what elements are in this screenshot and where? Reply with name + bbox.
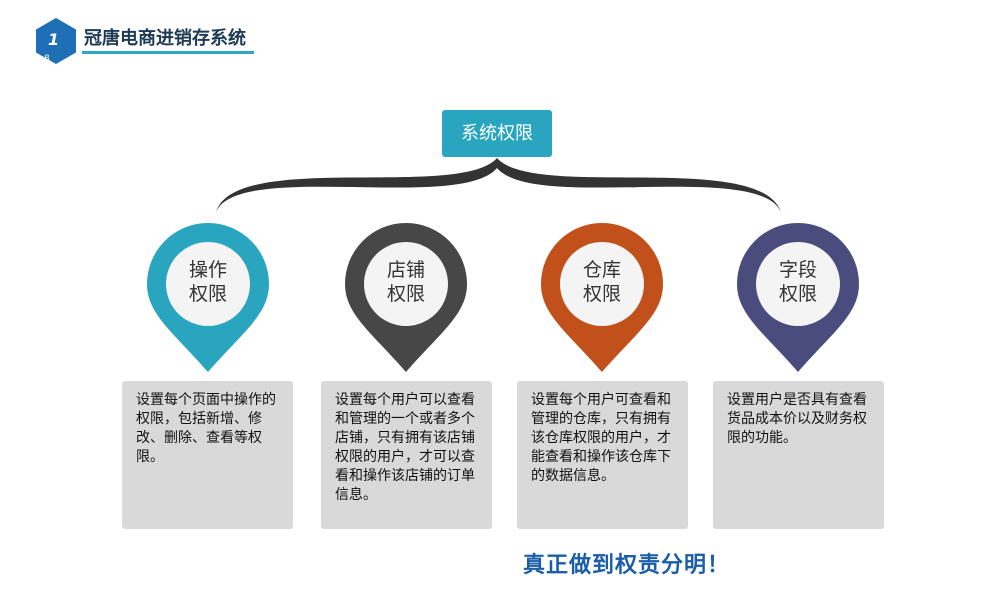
label-line: 权限 <box>778 283 817 305</box>
slide-header: 1 8 冠唐电商进销存系统 <box>36 18 266 68</box>
node-label-store: 店铺 权限 <box>366 258 446 306</box>
desc-box-field: 设置用户是否具有查看货品成本价以及财务权限的功能。 <box>713 381 884 529</box>
label-line: 字段 <box>778 259 817 281</box>
hexagon-badge-icon <box>36 18 76 64</box>
root-node-system-permissions: 系统权限 <box>442 110 552 157</box>
label-line: 权限 <box>386 283 425 305</box>
label-line: 仓库 <box>582 259 621 281</box>
pin-marker-warehouse-icon <box>541 223 663 372</box>
desc-box-warehouse: 设置每个用户可查看和管理的仓库，只有拥有该仓库权限的用户，才能查看和操作该仓库下… <box>517 381 688 529</box>
node-label-operation: 操作 权限 <box>168 258 248 306</box>
label-line: 店铺 <box>386 259 425 281</box>
desc-box-store: 设置每个用户可以查看和管理的一个或者多个店铺，只有拥有该店铺权限的用户，才可以查… <box>321 381 492 529</box>
pin-marker-operation-icon <box>147 223 269 372</box>
page-title: 冠唐电商进销存系统 <box>84 28 246 49</box>
section-number: 1 <box>48 30 60 49</box>
title-underline <box>82 51 254 54</box>
pin-marker-store-icon <box>345 223 467 372</box>
label-line: 操作 <box>188 259 227 281</box>
label-line: 权限 <box>582 283 621 305</box>
label-line: 权限 <box>188 283 227 305</box>
node-label-warehouse: 仓库 权限 <box>562 258 642 306</box>
slogan-text: 真正做到权责分明！ <box>523 552 731 578</box>
pin-marker-field-icon <box>737 223 859 372</box>
desc-box-operation: 设置每个页面中操作的权限，包括新增、修改、删除、查看等权限。 <box>122 381 293 529</box>
node-label-field: 字段 权限 <box>758 258 838 306</box>
section-subnumber: 8 <box>44 54 50 64</box>
